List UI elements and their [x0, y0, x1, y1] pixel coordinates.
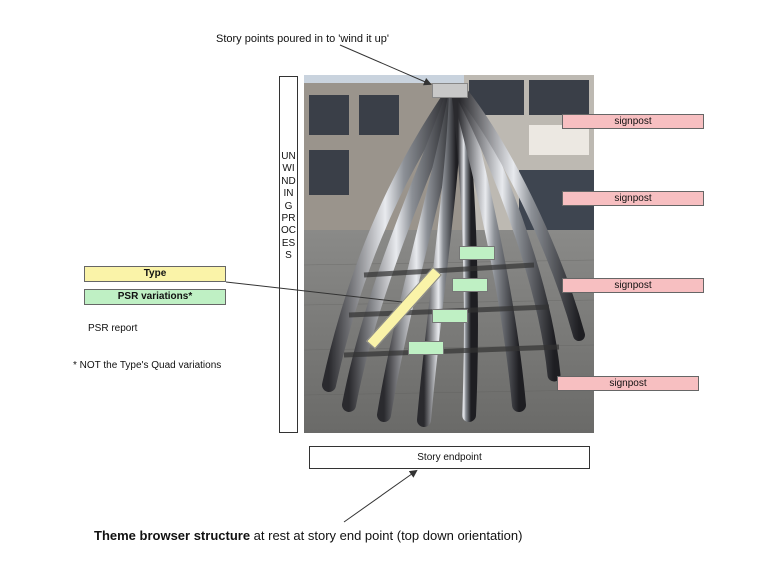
psr-variation-marker-1: [459, 246, 495, 260]
type-label-box: Type: [84, 266, 226, 282]
bottom-caption-bold: Theme browser structure: [94, 528, 251, 543]
psr-variation-marker-4: [408, 341, 444, 355]
signpost-1: signpost: [562, 114, 704, 129]
endpoint-arrow: [343, 469, 418, 523]
top-caption: Story points poured in to 'wind it up': [216, 33, 389, 45]
psr-variations-label-box: PSR variations*: [84, 289, 226, 305]
story-points-inlet: [432, 83, 468, 98]
unwinding-process-label: UNWINDING PROCESS: [281, 151, 296, 262]
psr-variation-marker-2: [452, 278, 488, 292]
signpost-2: signpost: [562, 191, 704, 206]
signpost-4: signpost: [557, 376, 699, 391]
spiral-sculpture-photo: [304, 75, 594, 433]
unwinding-process-box: UNWINDING PROCESS: [279, 76, 298, 433]
bottom-caption-rest: at rest at story end point (top down ori…: [250, 528, 523, 543]
footnote: * NOT the Type's Quad variations: [73, 360, 222, 371]
psr-report-label: PSR report: [88, 323, 138, 334]
sculpture-illustration: [304, 75, 594, 433]
psr-variation-marker-3: [432, 309, 468, 323]
signpost-3: signpost: [562, 278, 704, 293]
story-endpoint-box: Story endpoint: [309, 446, 590, 469]
bottom-caption: Theme browser structure at rest at story…: [94, 528, 522, 543]
